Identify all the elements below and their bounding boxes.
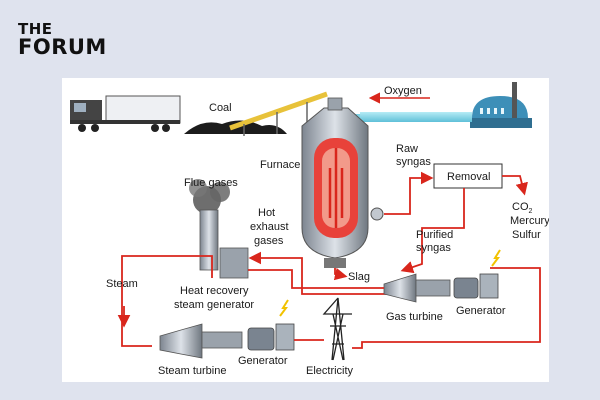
- raw-syngas-arrow: [384, 171, 434, 215]
- oxygen-pipe: [360, 112, 472, 122]
- purified-label-1: Purified: [416, 229, 453, 241]
- steam-label: Steam: [106, 278, 138, 290]
- sulfur-label: Sulfur: [512, 229, 541, 241]
- electricity-label: Electricity: [306, 365, 354, 377]
- spark-icon: [279, 299, 289, 317]
- hrsg-label-2: steam generator: [174, 299, 254, 311]
- coal-label: Coal: [209, 102, 232, 114]
- steam-loop: [121, 255, 213, 347]
- hot-exhaust-label-2: exhaust: [250, 221, 289, 233]
- furnace-label: Furnace: [260, 159, 300, 171]
- oxygen-plant-icon: [470, 82, 532, 128]
- generator-left-label: Generator: [238, 355, 288, 367]
- smokestack-icon: [189, 179, 249, 279]
- gasifier-icon: [301, 97, 384, 268]
- hrsg-link: [248, 269, 384, 289]
- mercury-label: Mercury: [510, 215, 549, 227]
- co2-label: CO2: [512, 201, 533, 215]
- generator-right-label: Generator: [456, 305, 506, 317]
- hrsg-label-1: Heat recovery: [180, 285, 249, 297]
- truck-icon: [70, 95, 181, 132]
- generator-icon: [247, 323, 295, 351]
- slag-label: Slag: [348, 271, 370, 283]
- hot-exhaust-label-3: gases: [254, 235, 284, 247]
- brand-line-2: FORUM: [18, 35, 107, 59]
- hot-exhaust-label-1: Hot: [258, 207, 275, 219]
- brand-logo: THE FORUM: [18, 20, 107, 59]
- gas-turbine-icon: [383, 273, 451, 303]
- generator-right-icon: [453, 273, 499, 299]
- raw-syngas-label-2: syngas: [396, 156, 431, 168]
- oxygen-label: Oxygen: [384, 85, 422, 97]
- diagram-panel: Coal Oxygen Furnace Raw syngas Removal C…: [62, 78, 549, 382]
- igcc-diagram: Coal Oxygen Furnace Raw syngas Removal C…: [70, 82, 549, 377]
- brand-line-1: THE: [18, 20, 53, 38]
- pylon-icon: [322, 297, 352, 361]
- hot-exhaust-arrow: [248, 251, 392, 295]
- purified-syngas-arrow: [400, 188, 465, 274]
- turbine-icon: [159, 323, 243, 359]
- raw-syngas-label-1: Raw: [396, 143, 418, 155]
- power-line-right: [352, 267, 541, 349]
- removal-label: Removal: [447, 171, 490, 183]
- gas-turbine-label: Gas turbine: [386, 311, 443, 323]
- removal-output-arrow: [502, 175, 528, 196]
- spark-right-icon: [491, 249, 501, 267]
- slag-arrow: [333, 267, 348, 281]
- flue-gases-label: Flue gases: [184, 177, 238, 189]
- purified-label-2: syngas: [416, 242, 451, 254]
- steam-turbine-label: Steam turbine: [158, 365, 226, 377]
